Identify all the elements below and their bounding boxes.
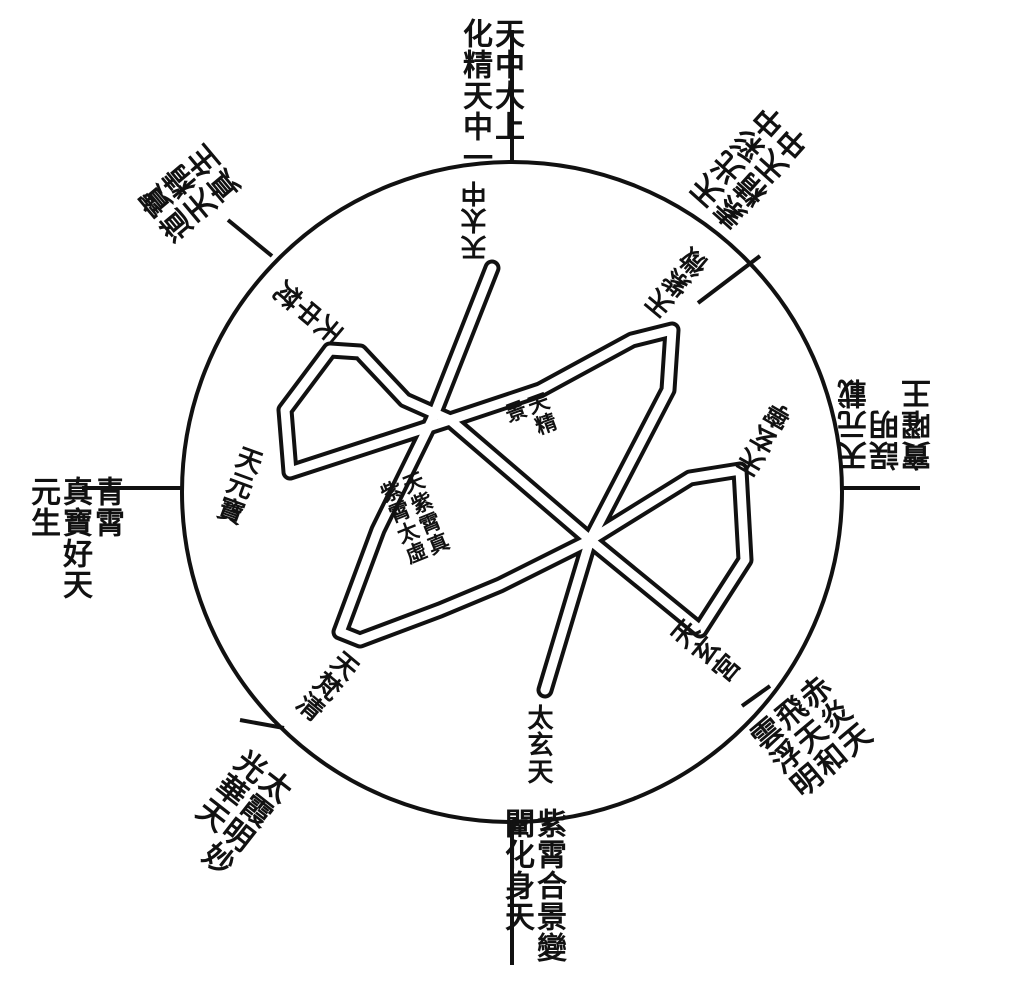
outer-label-west: 青霄 真寶好天 元生 (25, 476, 124, 600)
spoke-north-west (226, 218, 274, 258)
tube-figure (276, 259, 754, 699)
outer-spokes (82, 30, 920, 965)
spoke-north-east (696, 254, 762, 305)
spoke-south-west (239, 718, 285, 730)
outer-label-north: 天中大上 化精天中一 (457, 18, 524, 173)
tube-main-loop-inner (280, 263, 750, 695)
inner-label-south: 太玄天 (523, 704, 553, 785)
outer-label-south: 紫霄合景變 闡化身天 (499, 808, 566, 963)
inner-label-north: 天太中 (461, 180, 491, 261)
outer-label-east: 天元載 誤明 寶曜王 (838, 378, 937, 471)
spoke-south-east (740, 684, 772, 708)
